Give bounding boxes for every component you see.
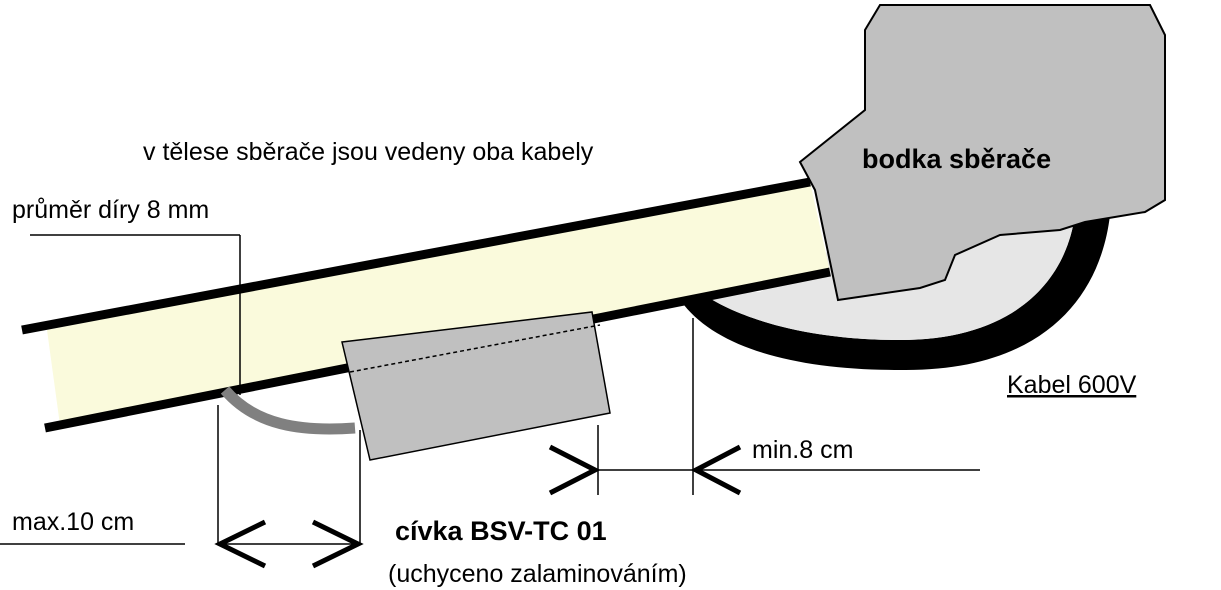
cable-600v-loop <box>684 215 1110 371</box>
coil-cable <box>220 386 356 435</box>
min-distance-arrow-right <box>690 444 742 496</box>
max-distance-arrow-left <box>214 519 267 569</box>
label-coil-name: cívka BSV-TC 01 <box>395 516 607 546</box>
coil-dashed-line <box>349 324 601 373</box>
collector-head <box>798 4 1166 302</box>
label-max-distance: max.10 cm <box>12 508 134 536</box>
label-both-cables: v tělese sběrače jsou vedeny oba kabely <box>143 138 594 166</box>
label-collector-head: bodka sběrače <box>862 144 1051 174</box>
label-coil-note: (uchyceno zalaminováním) <box>388 560 687 588</box>
collector-boom <box>47 182 830 425</box>
label-min-distance: min.8 cm <box>752 436 853 464</box>
min-distance-arrow-left <box>548 444 601 496</box>
coil-bsv-tc01 <box>341 311 611 461</box>
boom-top-edge <box>21 177 811 335</box>
label-cable-600v: Kabel 600V <box>1007 371 1137 399</box>
max-distance-arrow-right <box>311 519 364 569</box>
label-hole-diameter: průměr díry 8 mm <box>12 196 209 224</box>
